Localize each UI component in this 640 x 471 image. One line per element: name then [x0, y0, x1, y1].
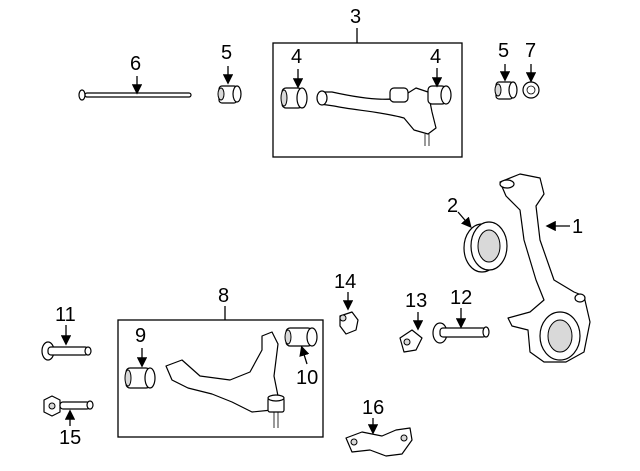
upper-arm-box — [272, 42, 463, 158]
callout-8-label: 8 — [218, 285, 229, 307]
callout-2-leader — [457, 211, 472, 228]
callout-13-label: 13 — [405, 290, 427, 312]
part-5-nut-left: 5 — [217, 42, 242, 104]
callout-15-label: 15 — [59, 427, 81, 449]
lower-arm-box — [117, 319, 324, 438]
callout-7-label: 7 — [525, 40, 536, 62]
part-7-washer: 7 — [522, 40, 540, 99]
callout-10-leader — [299, 345, 310, 365]
part-13-cam-washer: 13 — [399, 290, 427, 353]
callout-16-label: 16 — [362, 397, 384, 419]
part-1-steering-knuckle: 1 — [499, 173, 591, 363]
callout-9-label: 9 — [135, 325, 146, 347]
callout-10-label: 10 — [296, 367, 318, 389]
part-12-bolt: 12 — [432, 287, 490, 344]
part-16-bracket: 16 — [345, 397, 413, 457]
part-15-flange-bolt: 15 — [43, 395, 94, 449]
callout-4b-label: 4 — [430, 46, 441, 68]
part-8-lower-control-arm: 8 9 10 — [117, 285, 324, 438]
callout-3-label: 3 — [350, 6, 361, 28]
part-2-seal-ring: 2 — [447, 195, 508, 273]
part-11-bolt: 11 — [41, 304, 92, 361]
callout-12-label: 12 — [450, 287, 472, 309]
part-14-nut: 14 — [334, 271, 359, 335]
part-5-nut-right: 5 — [494, 40, 518, 100]
callout-5a-label: 5 — [221, 42, 232, 64]
callout-11-label: 11 — [55, 304, 76, 326]
callout-6-label: 6 — [130, 53, 141, 75]
part-6-long-bolt: 6 — [78, 53, 192, 101]
callout-5b-label: 5 — [498, 40, 509, 62]
callout-1-label: 1 — [572, 216, 583, 238]
part-3-upper-control-arm: 3 4 4 — [272, 6, 463, 158]
callout-4a-label: 4 — [291, 46, 302, 68]
callout-2-label: 2 — [447, 195, 458, 217]
callout-14-label: 14 — [334, 271, 356, 293]
